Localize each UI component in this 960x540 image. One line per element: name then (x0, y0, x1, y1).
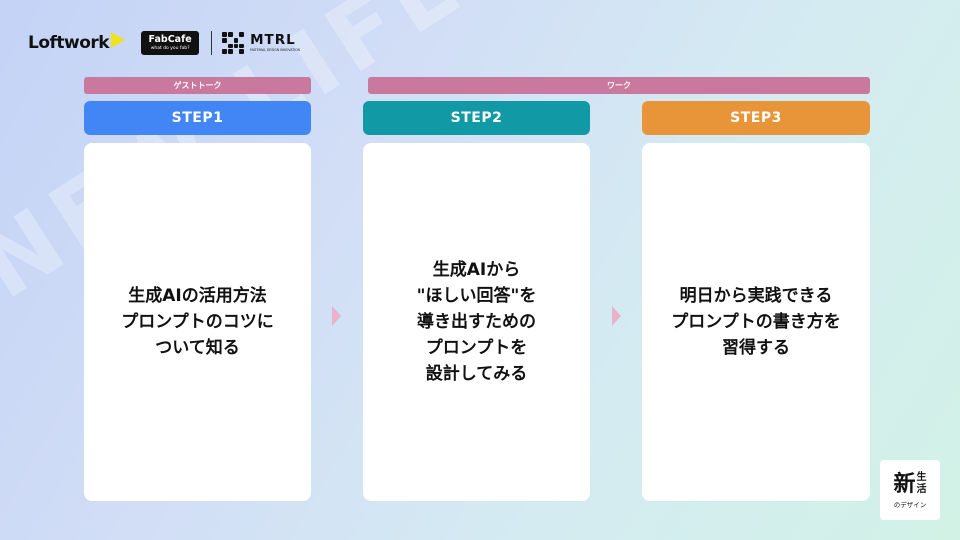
fabcafe-logo-text: FabCafe (148, 34, 192, 45)
badge-kanji-shin: 新 (893, 470, 916, 497)
mtrl-mark-icon (222, 32, 245, 54)
fabcafe-logo: FabCafe what do you fab? (141, 31, 200, 55)
step-arrow-icon (332, 306, 341, 326)
shin-seikatsu-design-badge: 新 生 活 のデザイン (880, 460, 940, 520)
mtrl-tagline: MATERIAL DESIGN INNOVATION (250, 48, 301, 53)
category-guest-talk: ゲストトーク (84, 77, 311, 94)
badge-kanji-sei: 生 (916, 471, 927, 483)
loftwork-logo: Loftwork (28, 32, 126, 53)
step2-header: STEP2 (363, 101, 590, 135)
badge-subtitle: のデザイン (893, 500, 927, 509)
mtrl-logo: MTRL MATERIAL DESIGN INNOVATION (222, 32, 300, 54)
step2-description: 生成AIから "ほしい回答"を 導き出すための プロンプトを 設計してみる (416, 260, 537, 384)
step-arrow-icon (612, 306, 621, 326)
loftwork-logo-text: Loftwork (28, 33, 110, 53)
step3-card: 明日から実践できる プロンプトの書き方を 習得する (642, 143, 870, 501)
step1-description: 生成AIの活用方法 プロンプトのコツに ついて知る (121, 286, 274, 358)
loftwork-flag-icon (111, 32, 126, 48)
step1-header: STEP1 (84, 101, 311, 135)
category-work: ワーク (368, 77, 870, 94)
step3-header: STEP3 (642, 101, 870, 135)
fabcafe-tagline: what do you fab? (150, 45, 190, 51)
step2-card: 生成AIから "ほしい回答"を 導き出すための プロンプトを 設計してみる (363, 143, 590, 501)
partner-logos: Loftwork FabCafe what do you fab? MTRL M… (28, 28, 300, 58)
logo-divider (211, 31, 213, 55)
step3-description: 明日から実践できる プロンプトの書き方を 習得する (671, 286, 841, 358)
badge-kanji-katsu: 活 (916, 483, 927, 495)
mtrl-logo-text: MTRL (250, 31, 296, 48)
step1-card: 生成AIの活用方法 プロンプトのコツに ついて知る (84, 143, 311, 501)
